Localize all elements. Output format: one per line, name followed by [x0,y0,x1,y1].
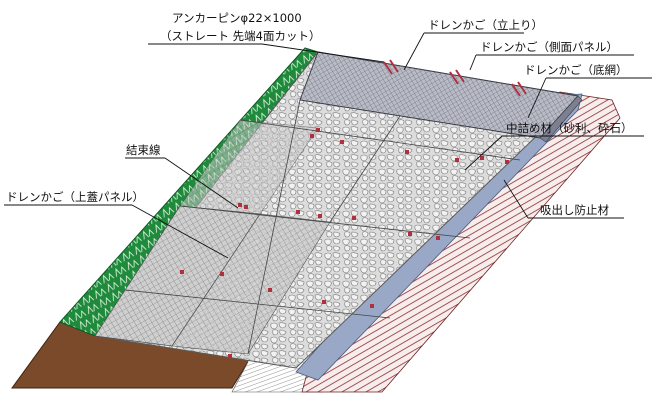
anchor-pins [383,59,527,97]
label-binding-wire: 結束線 [126,143,161,157]
panel-seams [124,99,521,355]
binding-wire-marks [180,128,509,358]
label-anchor-pin: アンカーピンφ22×1000 [172,11,302,25]
label-drain-cage-side-panel: ドレンかご（側面パネル） [480,40,618,54]
label-anti-suction-material: 吸出し防止材 [540,203,609,217]
label-drain-cage-standing: ドレンかご（立上り） [428,18,543,32]
label-anchor-pin-note: （ストレート 先端4面カット） [160,29,320,43]
label-filling-material: 中詰め材（砂利、砕石） [506,121,633,135]
label-drain-cage-bottom-net: ドレンかご（底網） [524,63,628,77]
label-drain-cage-top-lid: ドレンかご（上蓋パネル） [6,190,144,204]
leader-lines [4,32,652,259]
side-panel-strip [539,95,583,143]
